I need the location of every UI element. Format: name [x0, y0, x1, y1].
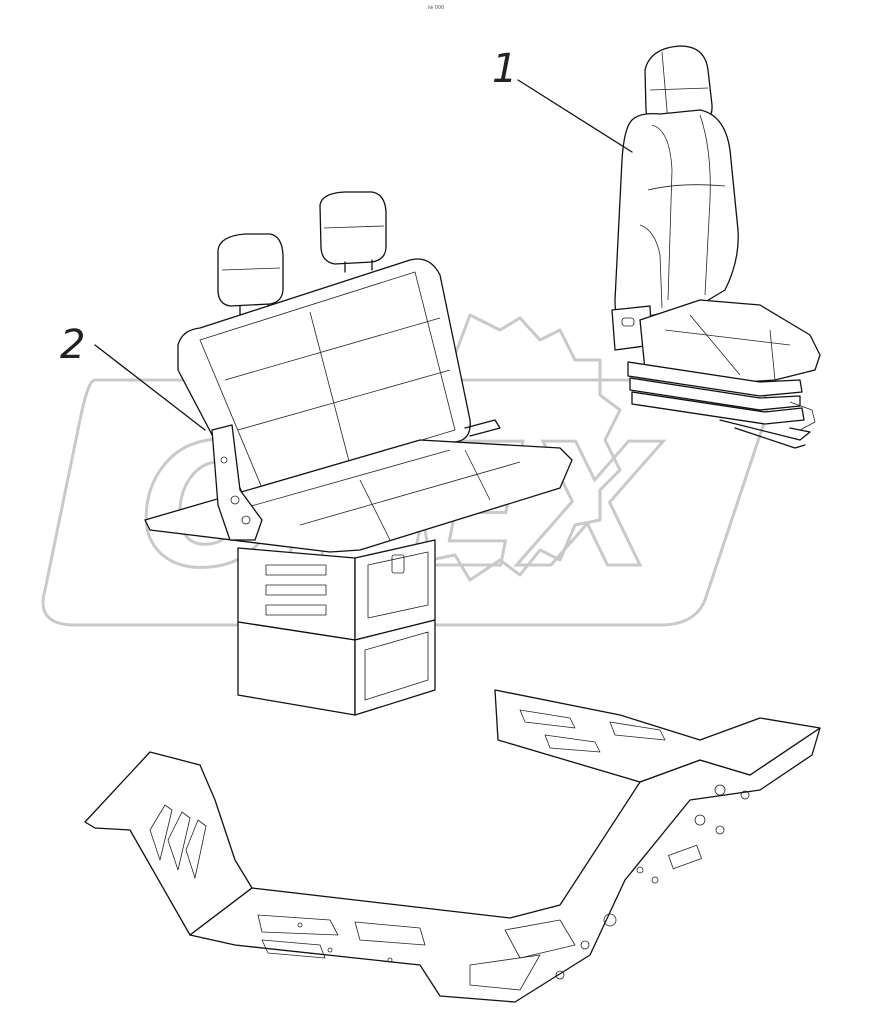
- floor-panel: [84, 689, 821, 1003]
- callout-2-label: 2: [60, 322, 85, 368]
- callout-1-label: 1: [492, 46, 517, 92]
- callout-2: 2: [60, 322, 206, 431]
- callout-1: 1: [492, 46, 633, 153]
- driver-seat: [611, 45, 821, 449]
- passenger-bench-seat: [144, 191, 573, 716]
- sheet-mark: № 000: [428, 5, 444, 11]
